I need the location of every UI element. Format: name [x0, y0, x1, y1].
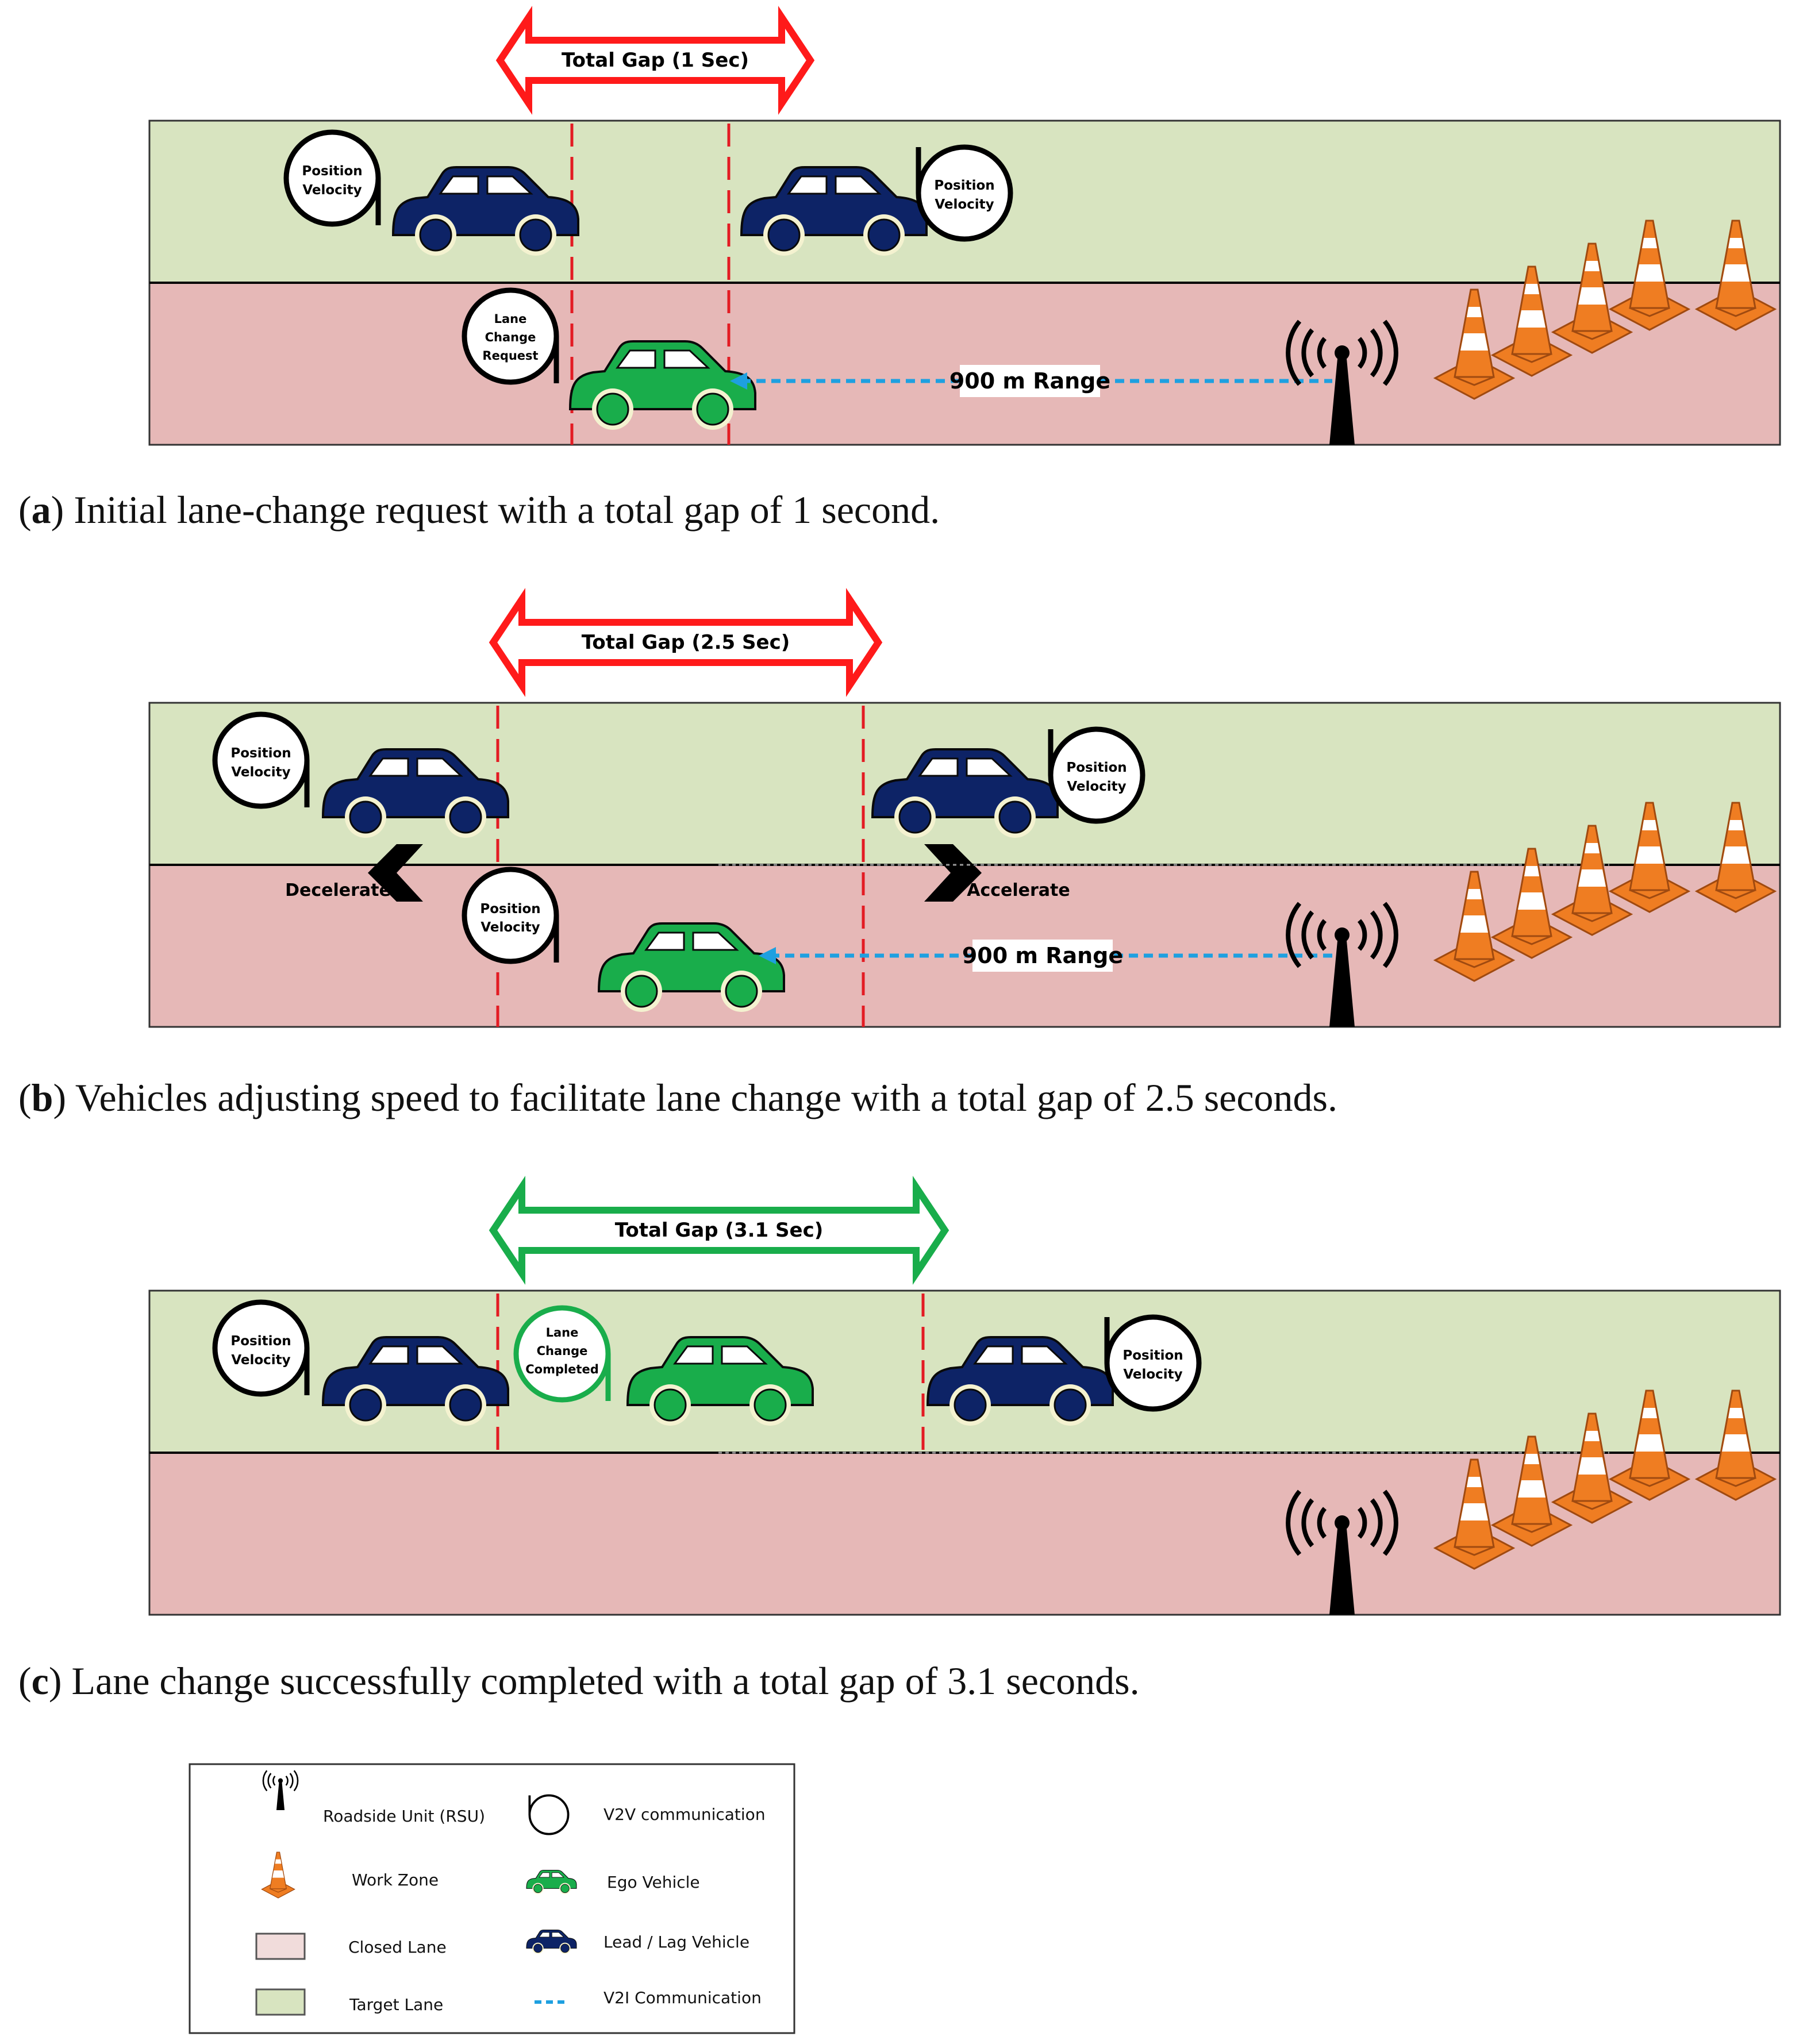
lead-v2v-bubble: Position Velocity: [1051, 729, 1143, 821]
gap-arrow: [489, 1176, 949, 1285]
legend-rsu: Roadside Unit (RSU): [323, 1807, 485, 1826]
range-label: 900 m Range: [962, 943, 1123, 968]
v2i-arrowhead: [759, 947, 776, 964]
lead-v2v-bubble: Position Velocity: [918, 147, 1010, 239]
svg-text:Velocity: Velocity: [935, 197, 994, 212]
svg-text:Velocity: Velocity: [1067, 779, 1126, 794]
caption-c: (c) Lane change successfully completed w…: [18, 1659, 1140, 1703]
panel-b: Total Gap (2.5 Sec) Decelerate Accelerat…: [148, 588, 1781, 1027]
legend-closed-lane: Closed Lane: [348, 1938, 447, 1957]
panel-c: Total Gap (3.1 Sec) Position Velocity La…: [148, 1176, 1781, 1615]
ego-v2v-bubble: Lane Change Completed: [513, 1305, 611, 1403]
legend-box: [189, 1763, 795, 2034]
gap-label: Total Gap (1 Sec): [562, 49, 749, 72]
svg-text:Position: Position: [230, 746, 291, 761]
svg-text:Velocity: Velocity: [1123, 1367, 1182, 1382]
svg-text:Lane: Lane: [546, 1326, 579, 1339]
legend-work-zone: Work Zone: [352, 1870, 439, 1889]
target-lane-swatch: [255, 1988, 306, 2016]
gap-arrow: [495, 6, 815, 115]
ego-v2v-bubble: Lane Change Request: [464, 290, 556, 383]
legend: Roadside Unit (RSU) Work Zone Closed Lan…: [189, 1763, 795, 2034]
range-label: 900 m Range: [949, 368, 1110, 394]
accelerate-arrow: [924, 844, 982, 902]
lag-v2v-bubble: Position Velocity: [215, 714, 307, 807]
svg-text:Position: Position: [480, 902, 540, 917]
decelerate-label: Decelerate: [285, 880, 391, 900]
svg-text:Request: Request: [482, 349, 538, 363]
svg-text:Change: Change: [537, 1344, 588, 1358]
panel-a: Total Gap (1 Sec) Position Velocity Posi…: [148, 6, 1781, 445]
svg-text:Velocity: Velocity: [231, 765, 290, 780]
v2i-arrowhead: [730, 372, 747, 390]
svg-text:Position: Position: [230, 1334, 291, 1349]
svg-text:Velocity: Velocity: [480, 920, 540, 935]
svg-text:Completed: Completed: [525, 1362, 599, 1376]
legend-target-lane: Target Lane: [349, 1995, 443, 2014]
ego-v2v-bubble: Position Velocity: [464, 869, 556, 963]
lag-v2v-bubble: Position Velocity: [215, 1302, 307, 1395]
caption-b: (b) Vehicles adjusting speed to facilita…: [18, 1076, 1337, 1119]
svg-text:Position: Position: [1122, 1348, 1183, 1363]
lag-v2v-bubble: Position Velocity: [286, 132, 378, 225]
legend-ego: Ego Vehicle: [607, 1873, 700, 1892]
svg-text:Velocity: Velocity: [302, 183, 362, 198]
legend-lead-lag: Lead / Lag Vehicle: [603, 1933, 749, 1951]
gap-label: Total Gap (2.5 Sec): [582, 631, 790, 654]
legend-v2v: V2V communication: [603, 1805, 766, 1824]
caption-a: (a) Initial lane-change request with a t…: [18, 488, 940, 532]
svg-text:Position: Position: [302, 164, 362, 179]
decelerate-arrow: [368, 844, 423, 902]
lead-v2v-bubble: Position Velocity: [1107, 1317, 1199, 1409]
closed-lane-swatch: [255, 1933, 306, 1960]
svg-text:Lane: Lane: [494, 312, 527, 326]
gap-label: Total Gap (3.1 Sec): [615, 1219, 824, 1242]
svg-text:Change: Change: [485, 330, 536, 344]
svg-text:Velocity: Velocity: [231, 1353, 290, 1368]
svg-text:Position: Position: [934, 178, 994, 193]
v2v-bubble-icon: [528, 1794, 570, 1835]
legend-v2i: V2I Communication: [603, 1988, 762, 2007]
accelerate-label: Accelerate: [967, 880, 1070, 900]
svg-text:Position: Position: [1066, 760, 1127, 775]
gap-arrow: [489, 588, 883, 697]
